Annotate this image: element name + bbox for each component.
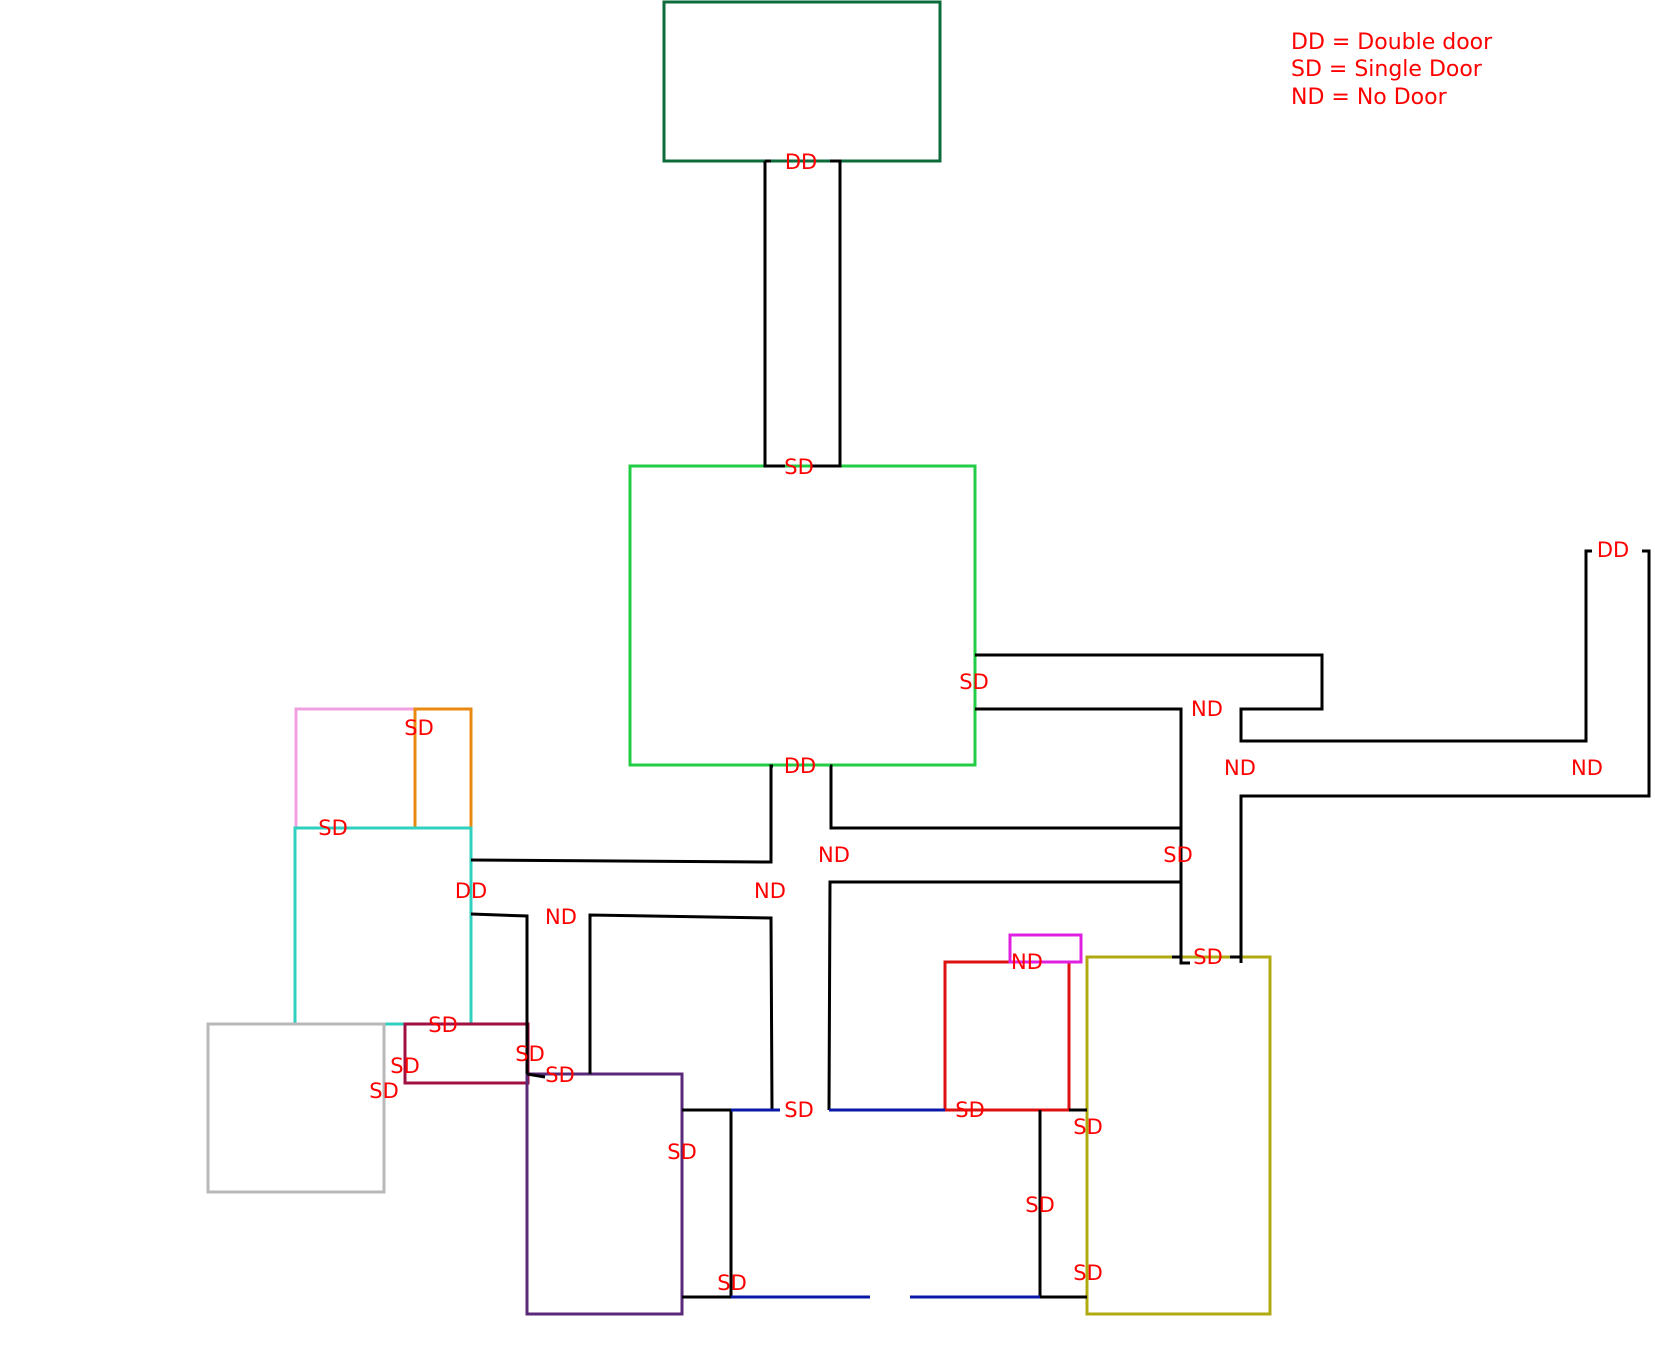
door-label: DD xyxy=(784,754,816,778)
door-label: SD xyxy=(717,1271,747,1295)
door-label: DD xyxy=(1597,538,1629,562)
room-cyan xyxy=(293,826,473,1026)
legend-single-door: SD = Single Door xyxy=(1291,57,1482,82)
room-purple xyxy=(525,1072,684,1316)
door-label: SD xyxy=(784,1098,814,1122)
door-label: SD xyxy=(545,1063,575,1087)
door-label: SD xyxy=(1073,1261,1103,1285)
corridor-blue-walls xyxy=(731,1108,1040,1299)
door-label: ND xyxy=(1224,756,1256,780)
door-label: SD xyxy=(515,1042,545,1066)
door-label: SD xyxy=(369,1079,399,1103)
door-labels: DD SD SD DD DD ND ND ND ND SD SD ND ND S… xyxy=(318,150,1629,1295)
door-label: DD xyxy=(455,879,487,903)
door-label: ND xyxy=(1011,950,1043,974)
door-label: SD xyxy=(784,455,814,479)
corridor-walls xyxy=(470,159,1651,1299)
legend-no-door: ND = No Door xyxy=(1291,85,1447,110)
door-label: SD xyxy=(667,1140,697,1164)
door-label: DD xyxy=(785,150,817,174)
door-label: ND xyxy=(1191,697,1223,721)
room-main xyxy=(628,464,977,767)
door-label: SD xyxy=(955,1098,985,1122)
door-label: ND xyxy=(754,879,786,903)
door-label: SD xyxy=(1025,1193,1055,1217)
door-label: ND xyxy=(1571,756,1603,780)
door-label: SD xyxy=(959,670,989,694)
room-maroon xyxy=(403,1022,530,1085)
door-label: SD xyxy=(428,1013,458,1037)
room-olive xyxy=(1085,955,1272,1316)
room-pink xyxy=(294,707,473,830)
door-label: SD xyxy=(318,816,348,840)
door-label: SD xyxy=(404,716,434,740)
legend-double-door: DD = Double door xyxy=(1291,30,1493,55)
door-label: SD xyxy=(390,1054,420,1078)
room-red xyxy=(943,960,1071,1112)
door-label: SD xyxy=(1073,1115,1103,1139)
door-label: ND xyxy=(818,843,850,867)
room-top xyxy=(662,0,942,163)
room-gray xyxy=(206,1022,386,1194)
room-magenta xyxy=(1008,933,1083,964)
door-label: SD xyxy=(1193,945,1223,969)
door-label: SD xyxy=(1163,843,1193,867)
door-label: ND xyxy=(545,905,577,929)
